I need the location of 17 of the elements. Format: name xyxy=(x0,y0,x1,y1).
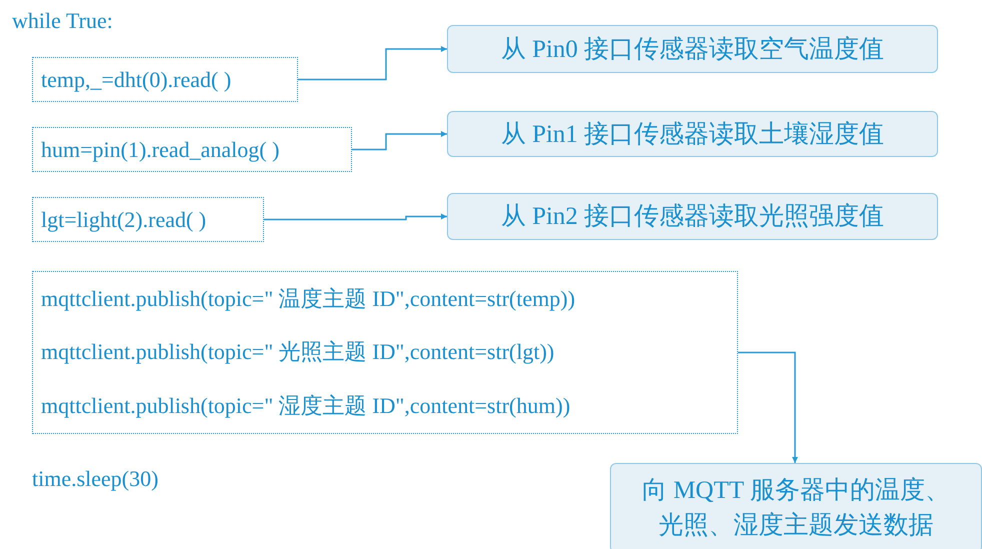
callout-box: 从 Pin1 接口传感器读取土壤湿度值 xyxy=(447,111,938,157)
arrow xyxy=(352,131,447,150)
code-box xyxy=(32,271,738,434)
callout-box: 从 Pin2 接口传感器读取光照强度值 xyxy=(447,193,938,240)
code-text: while True: xyxy=(12,8,113,34)
code-line: mqttclient.publish(topic=" 湿度主题 ID",content=str(hum)) xyxy=(41,392,572,420)
code-box: hum=pin(1).read_analog( ) xyxy=(32,127,352,172)
code-line: mqttclient.publish(topic=" 温度主题 ID",content=str(temp)) xyxy=(41,284,576,313)
code-box: temp,_=dht(0).read( ) xyxy=(32,57,298,102)
code-line: mqttclient.publish(topic=" 光照主题 ID",content=str(lgt)) xyxy=(41,338,556,366)
callout-box: 从 Pin0 接口传感器读取空气温度值 xyxy=(447,25,938,73)
callout-box: 向 MQTT 服务器中的温度、光照、湿度主题发送数据 xyxy=(610,463,982,549)
code-text: time.sleep(30) xyxy=(32,466,158,492)
code-box: lgt=light(2).read( ) xyxy=(32,197,264,242)
arrow xyxy=(264,214,447,220)
arrow xyxy=(298,46,447,80)
arrow xyxy=(738,352,798,463)
